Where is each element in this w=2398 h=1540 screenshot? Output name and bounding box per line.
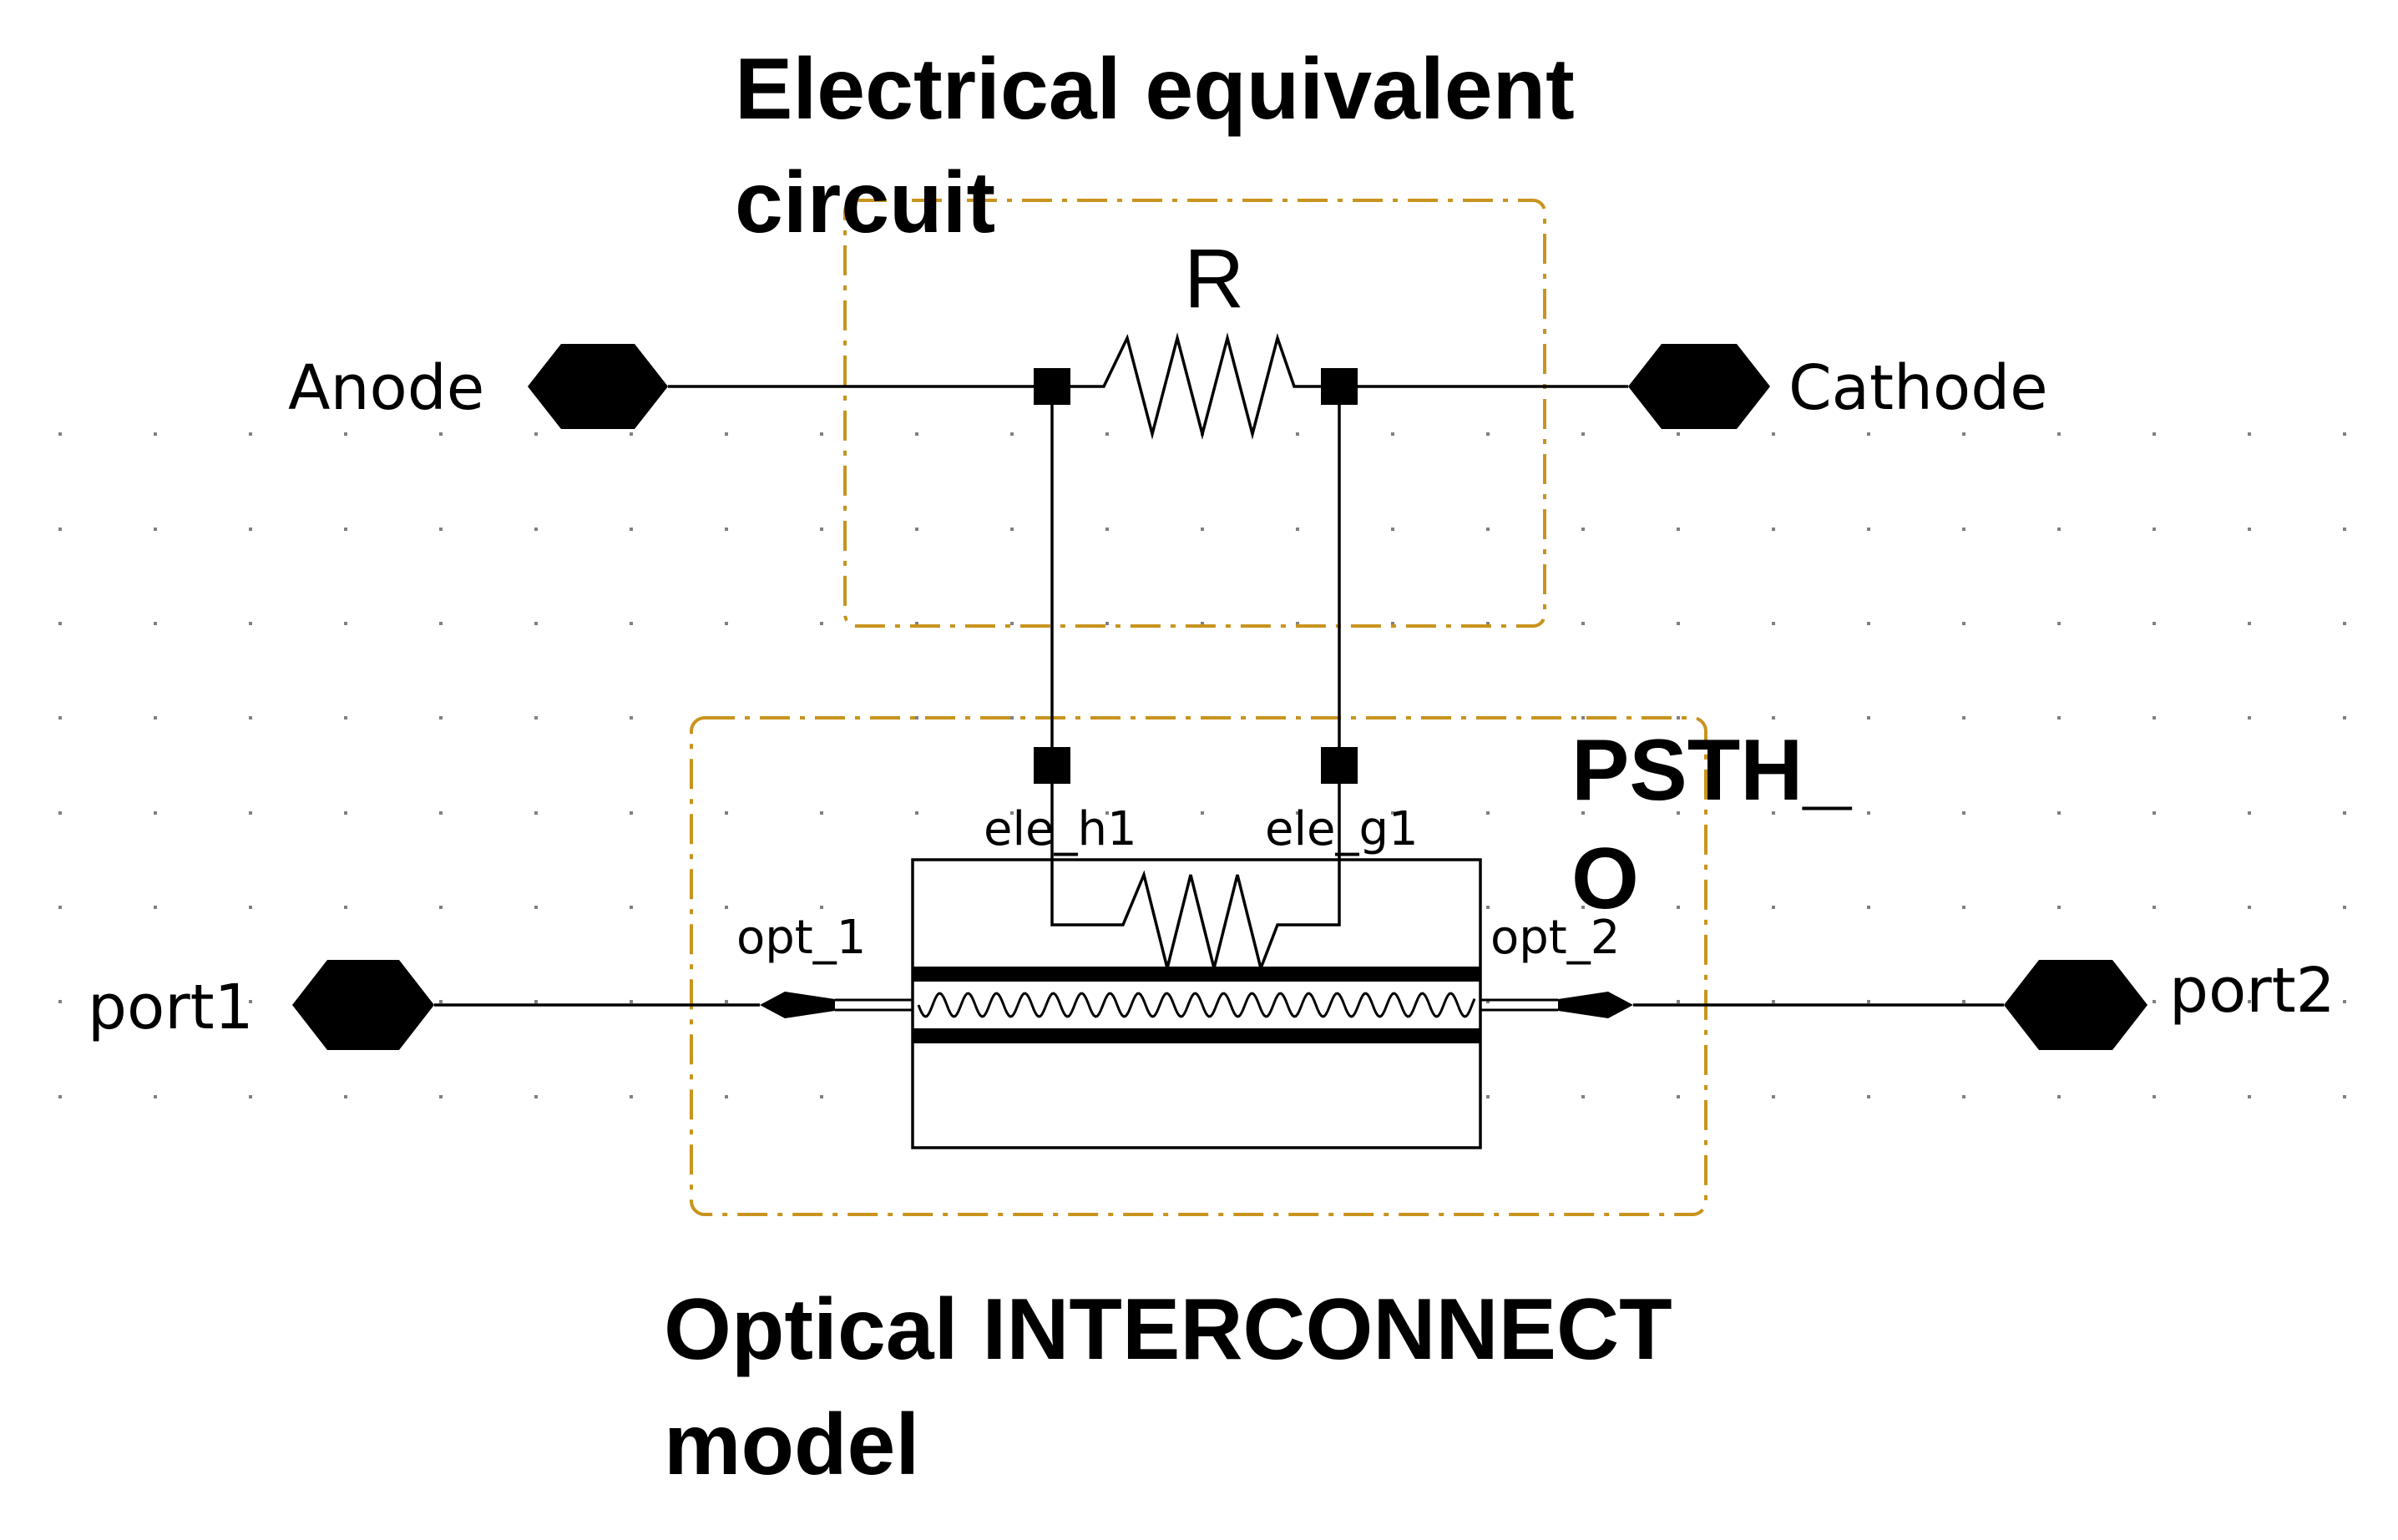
- pin-r-right: [1321, 368, 1358, 405]
- waveguide-wave: [917, 992, 1476, 1018]
- port-symbol-port1: [292, 960, 434, 1050]
- electrical-title-line2: circuit: [735, 154, 995, 251]
- port1-label: port1: [88, 972, 254, 1043]
- opt-2-connector: [1480, 992, 1633, 1018]
- pin-ele-h1: [1034, 747, 1070, 784]
- optical-model-group-box: [690, 716, 1707, 1216]
- component-name-line1: PSTH_: [1571, 722, 1852, 819]
- pin-ele-g1: [1321, 747, 1358, 784]
- anode-label: Anode: [288, 352, 484, 424]
- optical-title-line2: model: [664, 1396, 919, 1493]
- ele-h1-label: ele_h1: [984, 802, 1137, 856]
- opt-1-connector: [760, 992, 913, 1018]
- optical-model: [760, 747, 1633, 1149]
- component-name-line2: O: [1571, 831, 1639, 927]
- phase-shifter-body: [911, 858, 1482, 1149]
- cathode-label: Cathode: [1788, 352, 2048, 424]
- port-symbol-port2: [2004, 960, 2148, 1050]
- waveguide-bottom-bar: [913, 1028, 1480, 1043]
- electrical-circuit: [668, 332, 1628, 747]
- electrical-circuit-group-box: [843, 199, 1546, 628]
- ele-g1-label: ele_g1: [1265, 802, 1419, 856]
- resistor-r: [1070, 332, 1321, 440]
- opt-1-label: opt_1: [736, 911, 866, 965]
- opt-2-label: opt_2: [1490, 911, 1620, 965]
- port-symbol-anode: [528, 344, 668, 429]
- electrical-title-line1: Electrical equivalent: [735, 41, 1575, 138]
- waveguide-top-bar: [913, 967, 1480, 982]
- optical-title-line1: Optical INTERCONNECT: [664, 1281, 1672, 1378]
- port-symbol-cathode: [1628, 344, 1770, 429]
- pin-r-left: [1034, 368, 1070, 405]
- heater-resistor: [1050, 784, 1341, 973]
- grid-dots: [58, 432, 2346, 1098]
- resistor-label: R: [1184, 232, 1244, 326]
- port2-label: port2: [2169, 955, 2335, 1027]
